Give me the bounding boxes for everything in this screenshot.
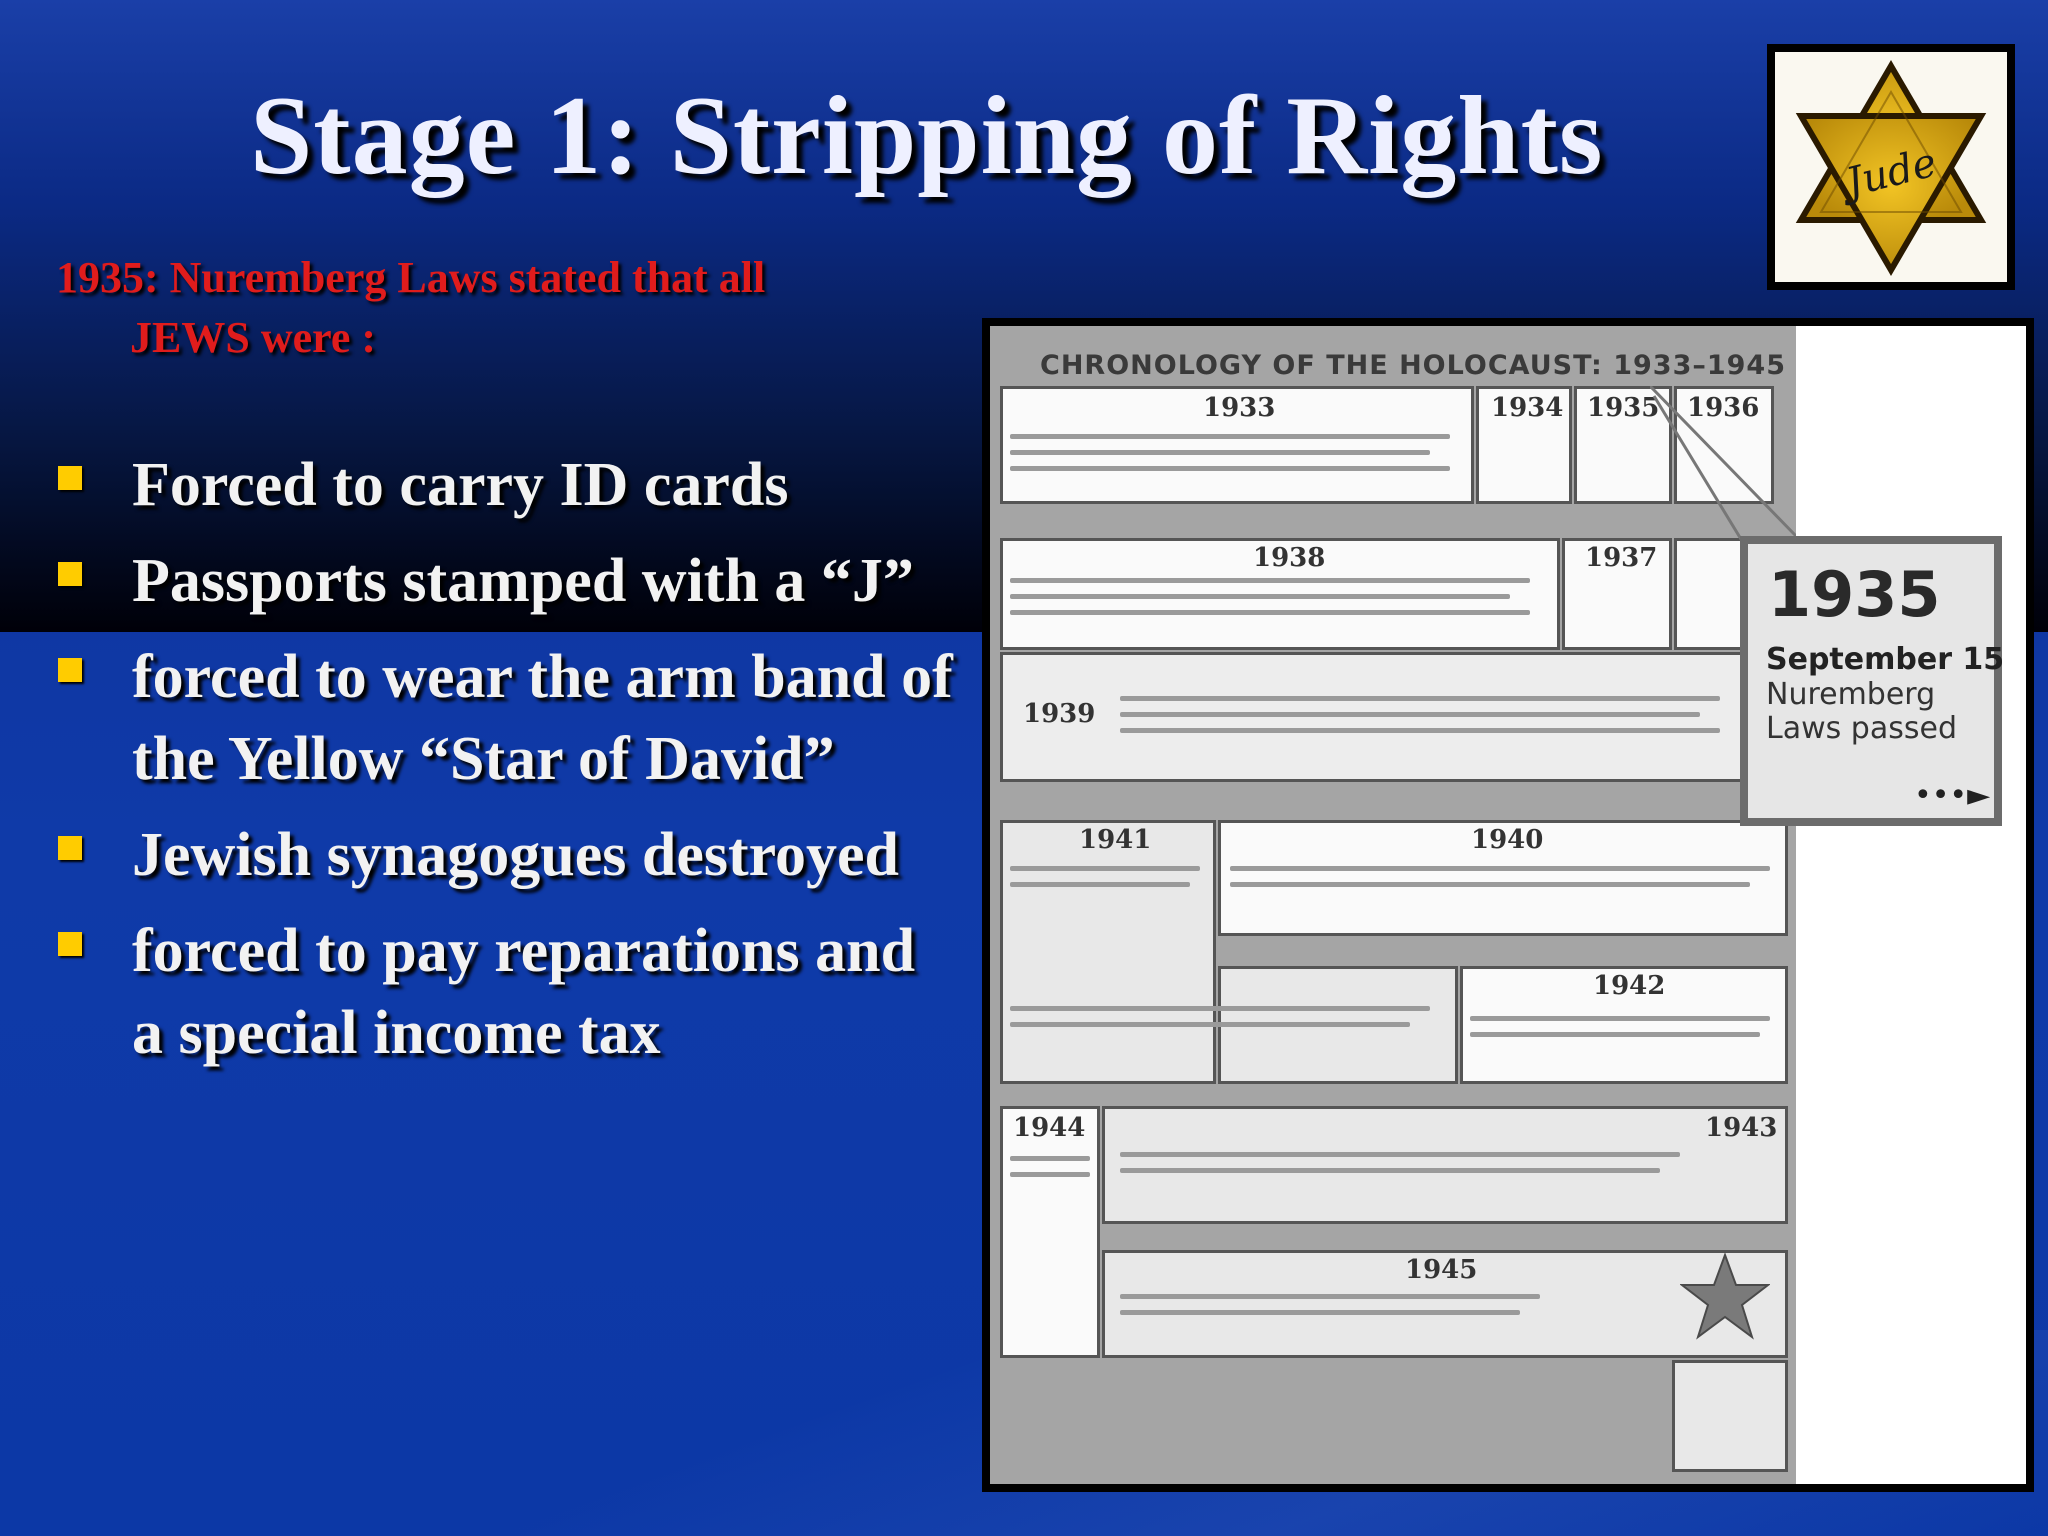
timeline-year: 1934 bbox=[1491, 393, 1564, 423]
illegible-text bbox=[1010, 1156, 1090, 1161]
callout-year: 1935 bbox=[1768, 558, 1941, 631]
timeline-box-1937: 1937 bbox=[1562, 538, 1672, 650]
timeline-panel: CHRONOLOGY OF THE HOLOCAUST: 1933–1945 1… bbox=[990, 326, 1796, 1484]
timeline-box-1934: 1934 bbox=[1476, 386, 1572, 504]
bullet-item: forced to pay reparations and a special … bbox=[56, 910, 956, 1074]
timeline-year: 1933 bbox=[1203, 393, 1276, 423]
illegible-text bbox=[1010, 1022, 1410, 1027]
subtitle-line-2: JEWS were : bbox=[130, 313, 377, 362]
illegible-text bbox=[1120, 1152, 1680, 1157]
timeline-box-1935: 1935 bbox=[1574, 386, 1672, 504]
timeline-year: 1936 bbox=[1687, 393, 1760, 423]
subtitle: 1935: Nuremberg Laws stated that all JEW… bbox=[56, 248, 916, 368]
illegible-text bbox=[1010, 466, 1450, 471]
arrow-right-icon: •••► bbox=[1914, 778, 1991, 813]
timeline-year: 1944 bbox=[1013, 1113, 1086, 1143]
timeline-figure: CHRONOLOGY OF THE HOLOCAUST: 1933–1945 1… bbox=[982, 318, 2034, 1492]
timeline-box-1945b bbox=[1672, 1360, 1788, 1472]
bullet-list: Forced to carry ID cards Passports stamp… bbox=[56, 444, 956, 1088]
callout-event: Nuremberg Laws passed bbox=[1766, 677, 1957, 746]
illegible-text bbox=[1010, 1172, 1090, 1177]
illegible-text bbox=[1120, 1294, 1540, 1299]
illegible-text bbox=[1010, 450, 1430, 455]
illegible-text bbox=[1120, 1310, 1520, 1315]
slide-title: Stage 1: Stripping of Rights bbox=[250, 74, 1604, 198]
timeline-paper: CHRONOLOGY OF THE HOLOCAUST: 1933–1945 1… bbox=[990, 326, 2026, 1484]
bullet-item: forced to wear the arm band of the Yello… bbox=[56, 636, 956, 800]
yellow-star-of-david-icon: Jude bbox=[1795, 60, 1987, 276]
illegible-text bbox=[1120, 728, 1720, 733]
callout-1935: 1935 September 15 Nuremberg Laws passed … bbox=[1748, 544, 2004, 818]
timeline-box-1936: 1936 bbox=[1674, 386, 1774, 504]
timeline-heading: CHRONOLOGY OF THE HOLOCAUST: 1933–1945 bbox=[1040, 350, 1786, 381]
illegible-text bbox=[1010, 578, 1530, 583]
callout-1935-frame: 1935 September 15 Nuremberg Laws passed … bbox=[1740, 536, 2004, 826]
illegible-text bbox=[1120, 1168, 1660, 1173]
bullet-item: Forced to carry ID cards bbox=[56, 444, 956, 526]
bullet-marker-icon bbox=[58, 562, 82, 586]
timeline-year: 1945 bbox=[1405, 1255, 1478, 1285]
timeline-box-1945: 1945 bbox=[1102, 1250, 1788, 1358]
illegible-text bbox=[1010, 866, 1200, 871]
timeline-year: 1943 bbox=[1705, 1113, 1778, 1143]
timeline-year: 1940 bbox=[1471, 825, 1544, 855]
bullet-marker-icon bbox=[58, 466, 82, 490]
bullet-marker-icon bbox=[58, 658, 82, 682]
timeline-year: 1938 bbox=[1253, 543, 1326, 573]
timeline-year: 1941 bbox=[1079, 825, 1152, 855]
bullet-item: Jewish synagogues destroyed bbox=[56, 814, 956, 896]
bullet-marker-icon bbox=[58, 836, 82, 860]
illegible-text bbox=[1230, 882, 1750, 887]
bullet-item: Passports stamped with a “J” bbox=[56, 540, 956, 622]
illegible-text bbox=[1230, 866, 1770, 871]
illegible-text bbox=[1120, 712, 1700, 717]
timeline-box-1940: 1940 bbox=[1218, 820, 1788, 936]
illegible-text bbox=[1010, 1006, 1430, 1011]
timeline-box-1939: 1939 bbox=[1000, 652, 1744, 782]
timeline-year: 1937 bbox=[1585, 543, 1658, 573]
timeline-year: 1942 bbox=[1593, 971, 1666, 1001]
illegible-text bbox=[1010, 610, 1530, 615]
callout-date: September 15 bbox=[1766, 642, 2005, 677]
illegible-text bbox=[1470, 1032, 1760, 1037]
illegible-text bbox=[1010, 434, 1450, 439]
timeline-year: 1939 bbox=[1023, 699, 1096, 729]
timeline-box-1943: 1943 bbox=[1102, 1106, 1788, 1224]
timeline-year: 1935 bbox=[1587, 393, 1660, 423]
star-icon bbox=[1680, 1252, 1770, 1340]
timeline-box-1941: 1941 bbox=[1000, 820, 1216, 1084]
callout-pointer bbox=[1650, 386, 1796, 555]
illegible-text bbox=[1010, 594, 1510, 599]
timeline-box-1942: 1942 bbox=[1460, 966, 1788, 1084]
bullet-marker-icon bbox=[58, 932, 82, 956]
illegible-text bbox=[1010, 882, 1190, 887]
star-badge-frame: Jude bbox=[1767, 44, 2015, 290]
timeline-box-1933: 1933 bbox=[1000, 386, 1474, 504]
timeline-box-1944: 1944 bbox=[1000, 1106, 1100, 1358]
illegible-text bbox=[1120, 696, 1720, 701]
star-badge: Jude bbox=[1775, 52, 2007, 282]
illegible-text bbox=[1470, 1016, 1770, 1021]
subtitle-line-1: 1935: Nuremberg Laws stated that all bbox=[56, 253, 766, 302]
